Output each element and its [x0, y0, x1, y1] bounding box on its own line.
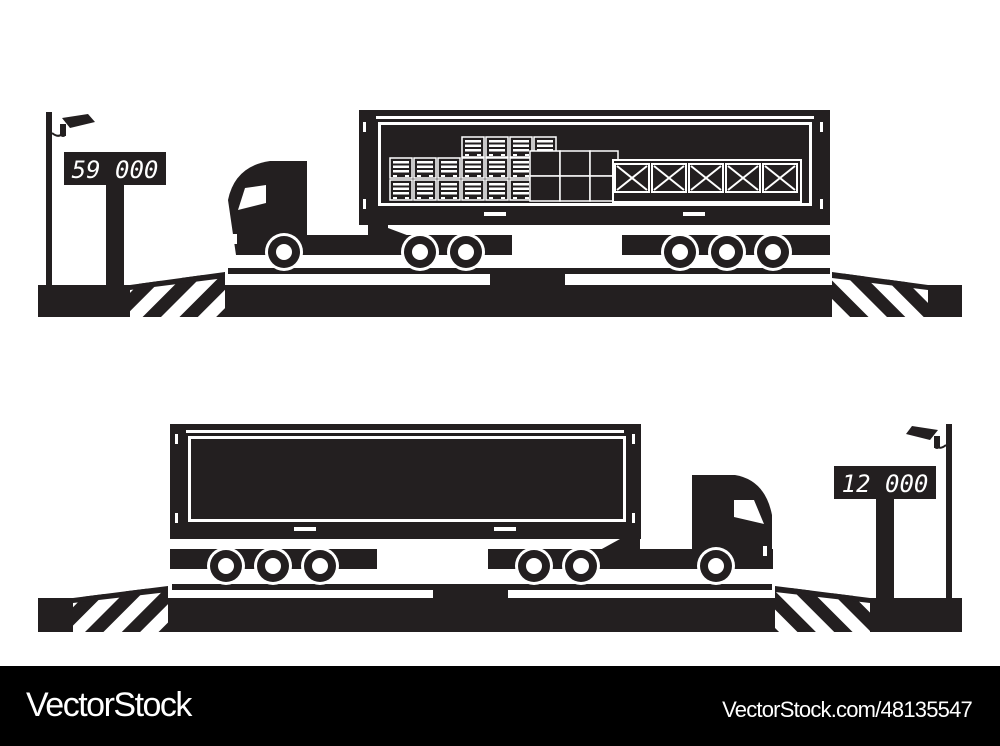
weighbridge-platform — [38, 584, 962, 632]
scale-post-bottom: 12 000 — [834, 424, 952, 600]
truck-cab-top — [228, 161, 307, 255]
container-loaded — [359, 110, 830, 225]
truck-cab-bottom — [692, 475, 772, 569]
security-camera-icon — [906, 426, 947, 449]
scale-reading-top: 59 000 — [72, 156, 159, 184]
bottom-scene-empty-truck: 12 000 — [38, 424, 962, 632]
weighbridge-platform — [38, 268, 962, 317]
top-scene-loaded-truck: 59 000 — [38, 110, 962, 317]
container-empty — [170, 424, 641, 539]
scale-display-top — [64, 152, 166, 185]
weighbridge-illustration: 59 000 — [38, 110, 962, 632]
brand-logo: VectorStock — [26, 686, 192, 724]
scale-display-bottom — [834, 466, 936, 499]
scale-post-top: 59 000 — [46, 112, 166, 287]
security-camera-icon — [51, 114, 95, 137]
scale-reading-bottom: 12 000 — [842, 470, 929, 498]
image-id: VectorStock.com/48135547 — [722, 697, 973, 722]
watermark-footer: VectorStock VectorStock.com/48135547 — [0, 666, 1000, 746]
